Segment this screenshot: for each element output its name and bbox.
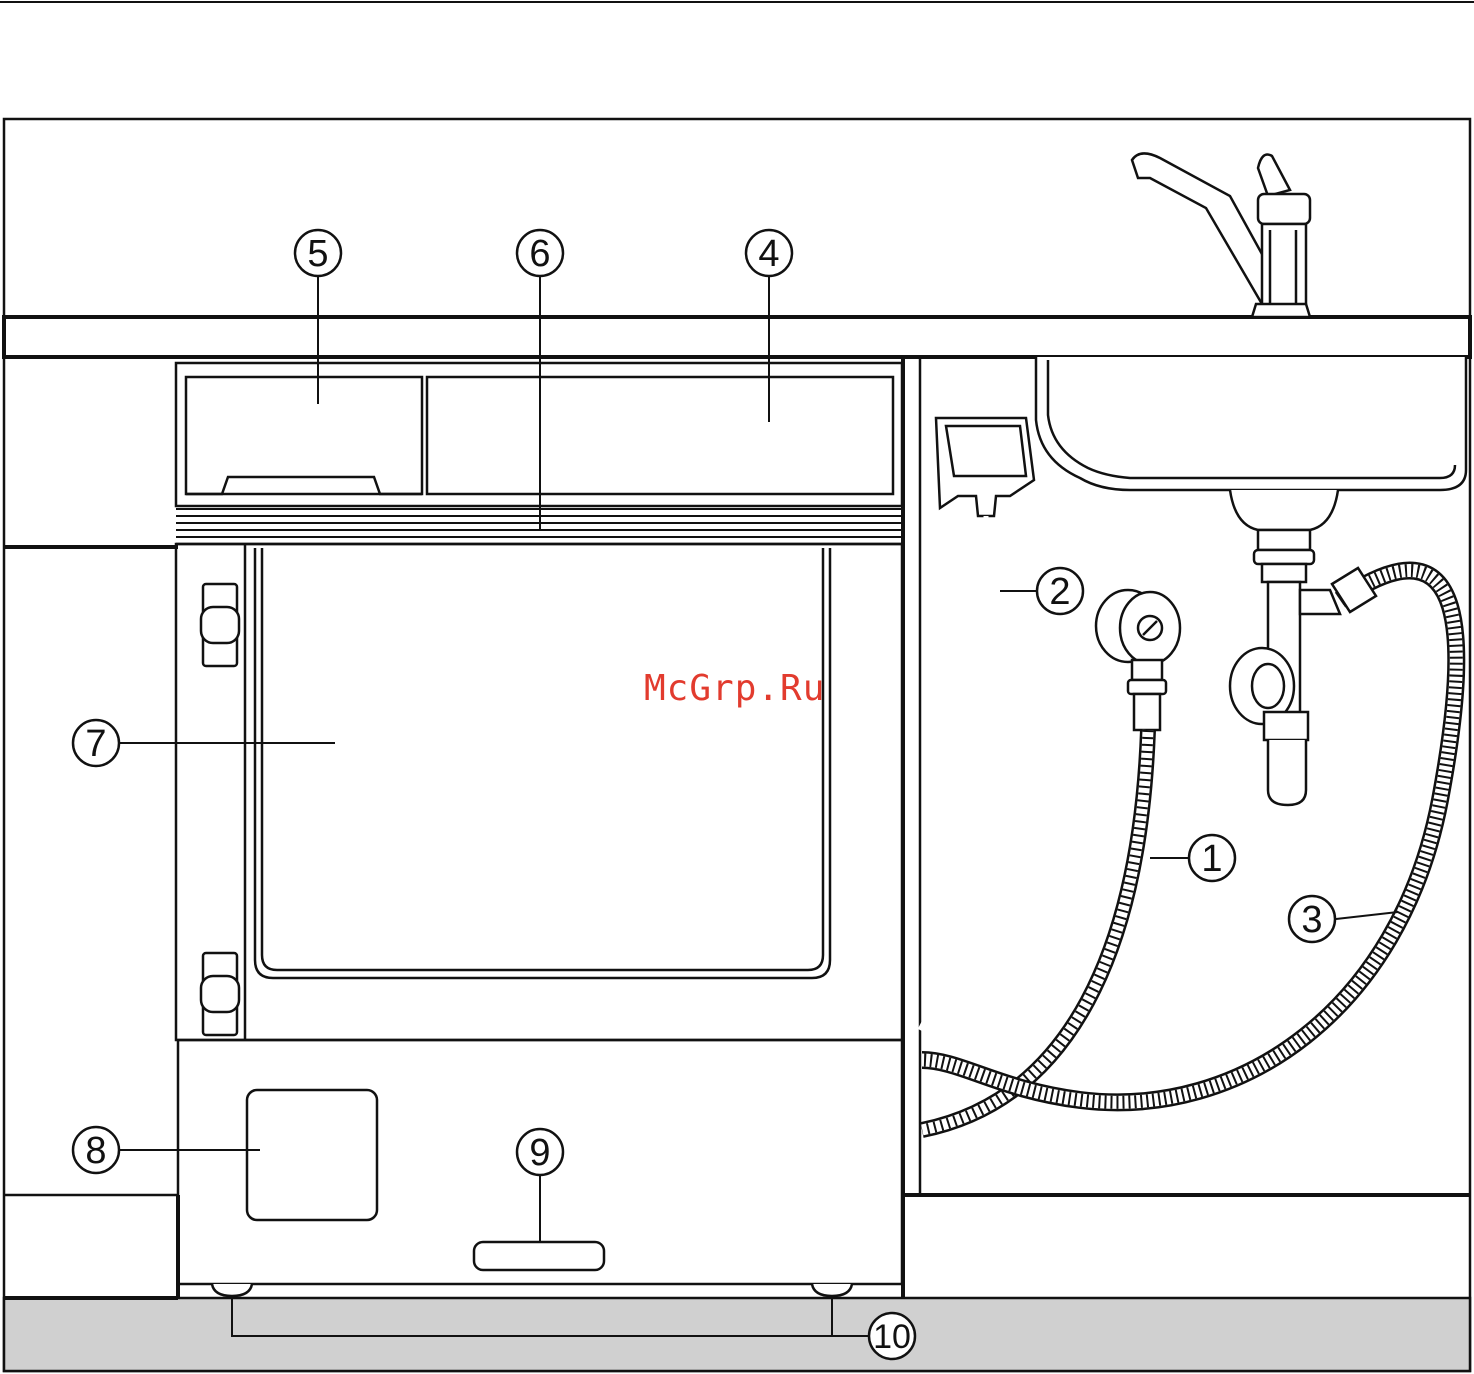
svg-text:4: 4 xyxy=(758,233,779,275)
stopcock-valve xyxy=(1096,590,1180,730)
svg-text:8: 8 xyxy=(85,1130,106,1172)
floor xyxy=(4,1298,1470,1371)
electrical-socket xyxy=(936,418,1034,516)
sink-siphon xyxy=(1230,490,1340,805)
lower-hinge xyxy=(201,953,239,1035)
control-panel-compartment xyxy=(427,377,893,494)
svg-text:7: 7 xyxy=(85,723,106,765)
svg-text:6: 6 xyxy=(529,233,550,275)
callout-10: 10 xyxy=(869,1313,915,1359)
svg-text:10: 10 xyxy=(873,1318,911,1356)
callout-8: 8 xyxy=(73,1127,119,1173)
callout-2: 2 xyxy=(1037,568,1083,614)
callout-5: 5 xyxy=(295,230,341,276)
svg-text:3: 3 xyxy=(1301,899,1322,941)
callout-7: 7 xyxy=(73,720,119,766)
upper-hinge xyxy=(201,584,239,666)
plinth-slot xyxy=(474,1242,604,1270)
service-panel xyxy=(247,1090,377,1220)
callout-4: 4 xyxy=(746,230,792,276)
dishwasher-door xyxy=(176,544,902,1040)
callout-9: 9 xyxy=(517,1129,563,1175)
svg-text:9: 9 xyxy=(529,1132,550,1174)
adjustable-feet xyxy=(212,1284,852,1296)
sink-basin xyxy=(1036,357,1466,490)
outlet-hose xyxy=(922,568,1456,1102)
water-tap xyxy=(1132,153,1310,317)
countertop xyxy=(4,317,1470,357)
watermark: McGrp.Ru xyxy=(644,668,825,709)
wall-frame xyxy=(4,119,1470,1371)
left-cabinet xyxy=(4,547,178,1298)
svg-text:1: 1 xyxy=(1201,838,1222,880)
drain-hose xyxy=(920,516,986,1030)
svg-text:5: 5 xyxy=(307,233,328,275)
callout-3: 3 xyxy=(1289,896,1335,942)
callout-1: 1 xyxy=(1189,835,1235,881)
svg-text:2: 2 xyxy=(1049,571,1070,613)
callout-6: 6 xyxy=(517,230,563,276)
